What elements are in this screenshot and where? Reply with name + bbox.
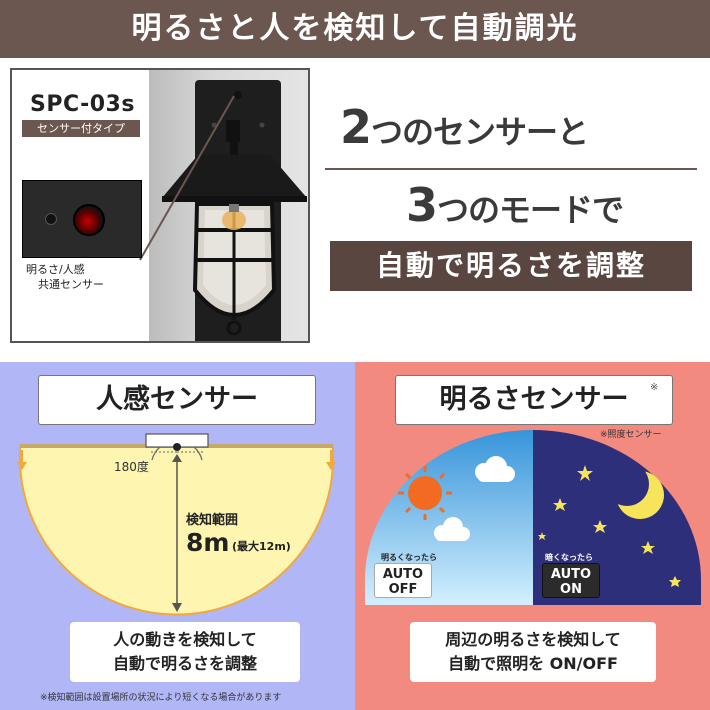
auto-off-line1: AUTO xyxy=(382,567,424,582)
sensor-lens-icon xyxy=(73,204,105,236)
light-caption-line2: 自動で照明を ON/OFF xyxy=(448,654,618,673)
headline-num-2: 3 xyxy=(406,178,438,232)
page-title: 明るさと人を検知して自動調光 xyxy=(0,0,710,58)
product-photo: SPC-03s センサー付タイプ 明るさ/人感 共通センサー xyxy=(10,68,310,343)
detection-range-max: (最大12m) xyxy=(232,540,291,553)
auto-on-badge: AUTO ON xyxy=(542,563,600,598)
auto-off-line2: OFF xyxy=(388,582,418,597)
motion-caption: 人の動きを検知して 自動で明るさを調整 xyxy=(70,622,300,682)
model-tag: センサー付タイプ xyxy=(22,120,140,137)
cloud-icon xyxy=(434,456,515,541)
sun-icon xyxy=(398,466,452,520)
light-sensor-title: 明るさセンサー xyxy=(395,375,673,425)
light-caption: 周辺の明るさを検知して 自動で照明を ON/OFF xyxy=(410,622,656,682)
motion-caption-line2: 自動で明るさを調整 xyxy=(112,654,257,673)
detection-angle-label: 180度 xyxy=(114,460,149,474)
auto-on-line1: AUTO xyxy=(550,567,592,582)
model-number: SPC-03s xyxy=(30,92,135,117)
motion-sensor-title: 人感センサー xyxy=(38,375,316,425)
adjust-banner: 自動で明るさを調整 xyxy=(330,241,692,291)
detection-range-label: 検知範囲 xyxy=(186,513,239,528)
sensor-screw xyxy=(45,213,57,225)
headline-text-1: つのセンサーと xyxy=(371,113,589,151)
sensor-label: 明るさ/人感 共通センサー xyxy=(26,262,104,292)
sensor-closeup xyxy=(22,180,142,258)
headline-text-2: つのモードで xyxy=(437,191,624,229)
headline-line1: 2つのセンサーと xyxy=(340,100,589,154)
auto-off-badge: AUTO OFF xyxy=(374,563,432,598)
star-icons xyxy=(538,465,681,587)
headline-line2: 3つのモードで xyxy=(406,178,624,232)
night-mode-label: 暗くなったら xyxy=(545,553,593,562)
auto-on-line2: ON xyxy=(560,582,582,597)
light-sensor-title-text: 明るさセンサー xyxy=(439,384,629,415)
sensor-label-line1: 明るさ/人感 xyxy=(26,263,85,276)
light-caption-line1: 周辺の明るさを検知して xyxy=(445,630,621,649)
day-mode-label: 明るくなったら xyxy=(381,553,437,562)
motion-caption-line1: 人の動きを検知して xyxy=(113,630,257,649)
headline-num-1: 2 xyxy=(340,100,372,154)
title-footnote-mark: ※ xyxy=(650,382,659,393)
sensor-label-line2: 共通センサー xyxy=(38,278,104,291)
headline-divider xyxy=(325,168,697,170)
moon-icon xyxy=(605,462,664,519)
wall-lamp-illustration xyxy=(139,80,307,341)
motion-footnote: ※検知範囲は設置場所の状況により短くなる場合があります xyxy=(40,693,282,703)
illuminance-note: ※照度センサー xyxy=(600,430,662,440)
detection-range-value: 8m xyxy=(186,528,230,557)
